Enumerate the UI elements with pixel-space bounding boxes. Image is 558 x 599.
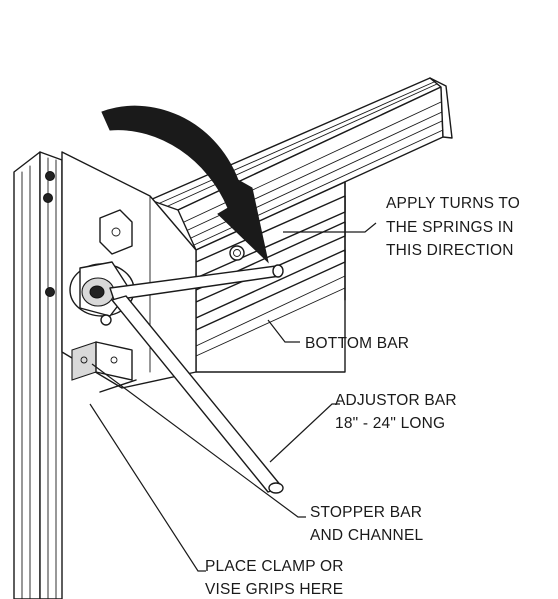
leader-lines (89, 222, 377, 572)
clamp-line-1: PLACE CLAMP OR (205, 558, 344, 575)
end-bracket (61, 151, 197, 389)
stopper-bar-line-1: STOPPER BAR (310, 504, 422, 521)
vertical-track (13, 151, 63, 599)
apply-turns-line-2: THE SPRINGS IN (386, 219, 514, 236)
callout-apply-turns: APPLY TURNS TO THE SPRINGS IN THIS DIREC… (386, 195, 520, 259)
callout-stopper-bar: STOPPER BAR AND CHANNEL (310, 504, 423, 544)
callout-bottom-bar: BOTTOM BAR (305, 335, 409, 352)
bottom-bar-label: BOTTOM BAR (305, 335, 409, 352)
stopper-bar-line-2: AND CHANNEL (310, 527, 423, 544)
clamp-line-2: VISE GRIPS HERE (205, 581, 343, 598)
callout-adjustor-bar: ADJUSTOR BAR 18" - 24" LONG (335, 392, 457, 432)
adjustor-bar (109, 264, 284, 494)
rotation-arrow (101, 105, 269, 264)
apply-turns-line-3: THIS DIRECTION (386, 242, 514, 259)
adjustor-bar-line-1: ADJUSTOR BAR (335, 392, 457, 409)
callout-clamp: PLACE CLAMP OR VISE GRIPS HERE (205, 558, 344, 598)
clamp-block (71, 341, 137, 393)
adjustor-bar-line-2: 18" - 24" LONG (335, 415, 445, 432)
apply-turns-line-1: APPLY TURNS TO (386, 195, 520, 212)
